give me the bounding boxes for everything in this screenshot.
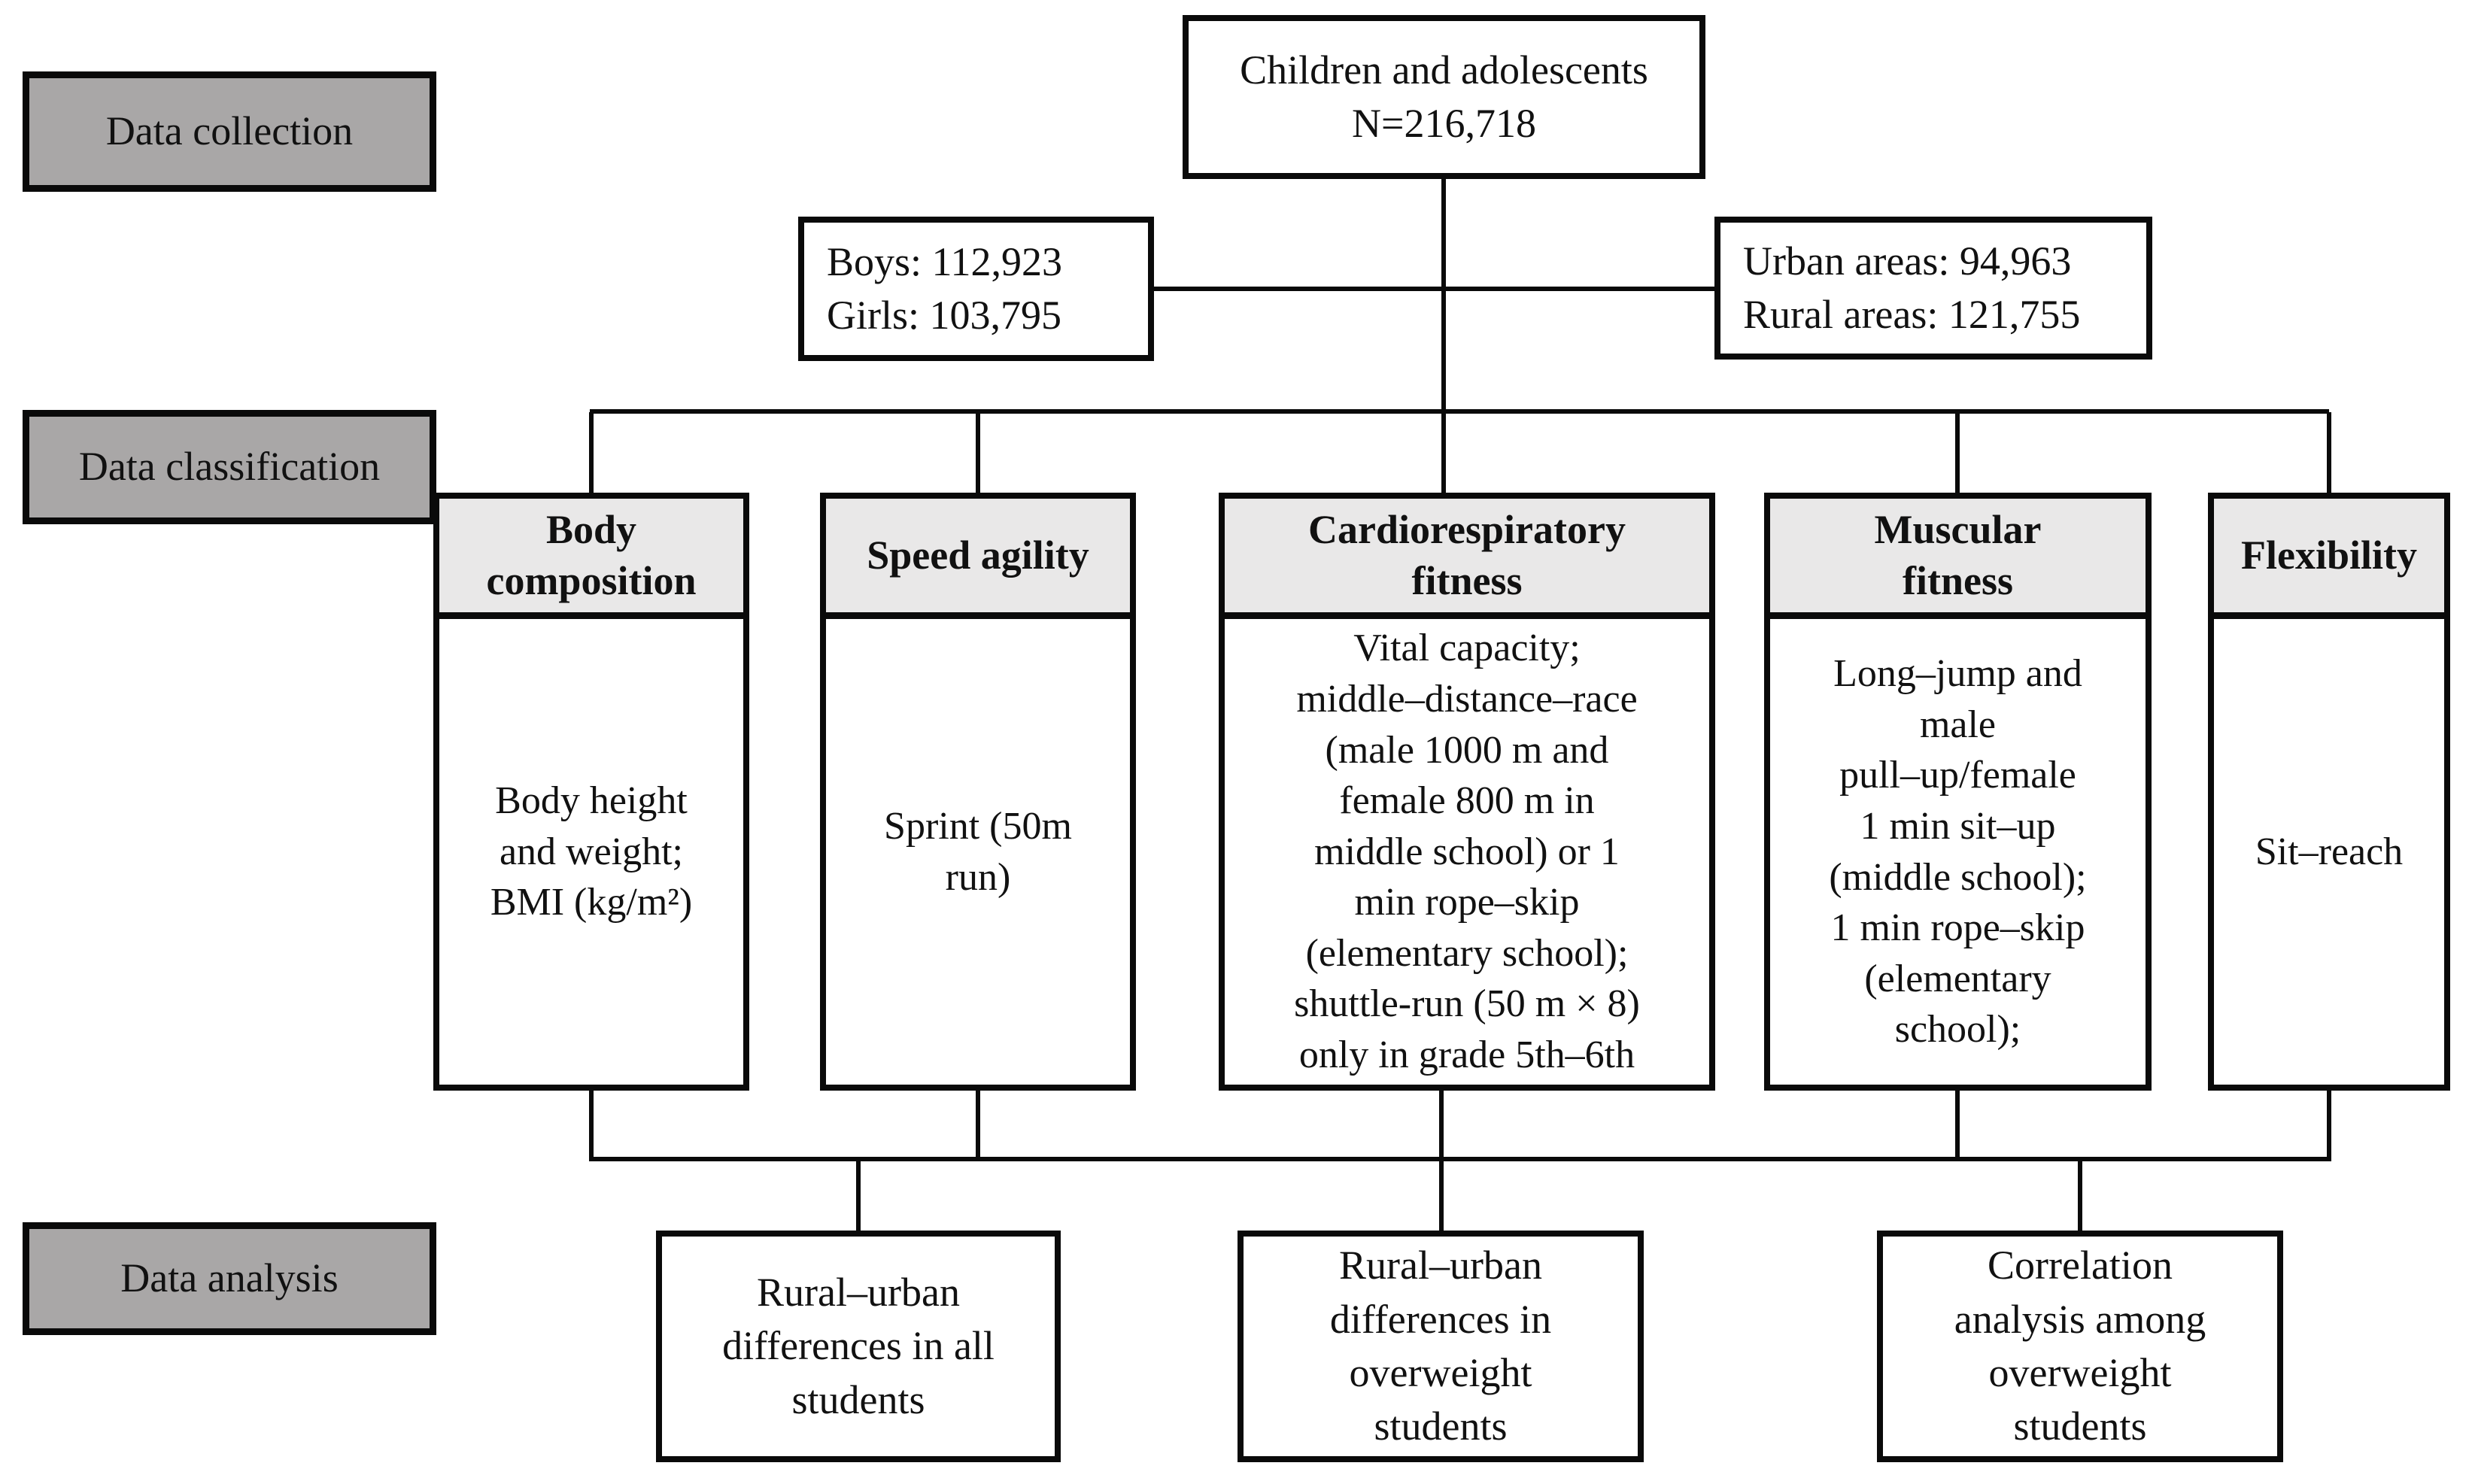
stage-label-data-collection: Data collection	[23, 71, 436, 192]
category-header: Cardiorespiratory fitness	[1225, 499, 1709, 619]
sex-split-box: Boys: 112,923 Girls: 103,795	[798, 217, 1154, 361]
category-body: Body height and weight; BMI (kg/m²)	[490, 779, 693, 924]
connector-bottom-stub-speed-agility	[976, 1089, 980, 1160]
category-body: Sit–reach	[2255, 830, 2404, 873]
category-column-body-composition: Body composition Body height and weight;…	[433, 493, 749, 1091]
connector-trunk	[1441, 176, 1446, 414]
connector-stub-cardiorespiratory	[1441, 412, 1446, 495]
population-box: Children and adolescents N=216,718	[1183, 15, 1705, 179]
connector-stub-analysis-all	[856, 1160, 861, 1232]
connector-stub-flexibility	[2327, 412, 2331, 495]
connector-bottom-stub-muscular	[1955, 1089, 1960, 1160]
connector-stub-body-composition	[589, 412, 594, 495]
connector-bottom-stub-body-composition	[589, 1089, 594, 1160]
category-header: Muscular fitness	[1770, 499, 2146, 619]
connector-bottom-stub-cardiorespiratory	[1439, 1089, 1444, 1160]
connector-stub-muscular	[1955, 412, 1960, 495]
area-split-box: Urban areas: 94,963 Rural areas: 121,755	[1714, 217, 2152, 360]
category-column-cardiorespiratory-fitness: Cardiorespiratory fitness Vital capacity…	[1219, 493, 1715, 1091]
analysis-box-rural-urban-overweight: Rural–urban differences in overweight st…	[1238, 1231, 1644, 1462]
category-body: Sprint (50m run)	[884, 804, 1072, 899]
category-header: Body composition	[439, 499, 743, 619]
connector-bottom-stub-flexibility	[2327, 1089, 2331, 1160]
connector-stub-speed-agility	[976, 412, 980, 495]
connector-stub-analysis-correlation	[2078, 1160, 2082, 1232]
connector-collector	[589, 1157, 2331, 1161]
analysis-box-correlation-overweight: Correlation analysis among overweight st…	[1877, 1231, 2283, 1462]
category-column-flexibility: Flexibility Sit–reach	[2208, 493, 2450, 1091]
analysis-box-rural-urban-all: Rural–urban differences in all students	[656, 1231, 1061, 1462]
category-header: Speed agility	[826, 499, 1130, 619]
connector-sex-area	[1154, 287, 1714, 291]
category-header: Flexibility	[2214, 499, 2444, 619]
connector-distribution	[590, 409, 2329, 414]
connector-stub-analysis-overweight	[1439, 1160, 1444, 1232]
stage-label-data-analysis: Data analysis	[23, 1222, 436, 1335]
category-column-speed-agility: Speed agility Sprint (50m run)	[820, 493, 1136, 1091]
category-body: Long–jump and male pull–up/female 1 min …	[1829, 652, 2087, 1052]
stage-label-data-classification: Data classification	[23, 410, 436, 524]
category-body: Vital capacity; middle–distance–race (ma…	[1294, 627, 1640, 1077]
category-column-muscular-fitness: Muscular fitness Long–jump and male pull…	[1764, 493, 2152, 1091]
